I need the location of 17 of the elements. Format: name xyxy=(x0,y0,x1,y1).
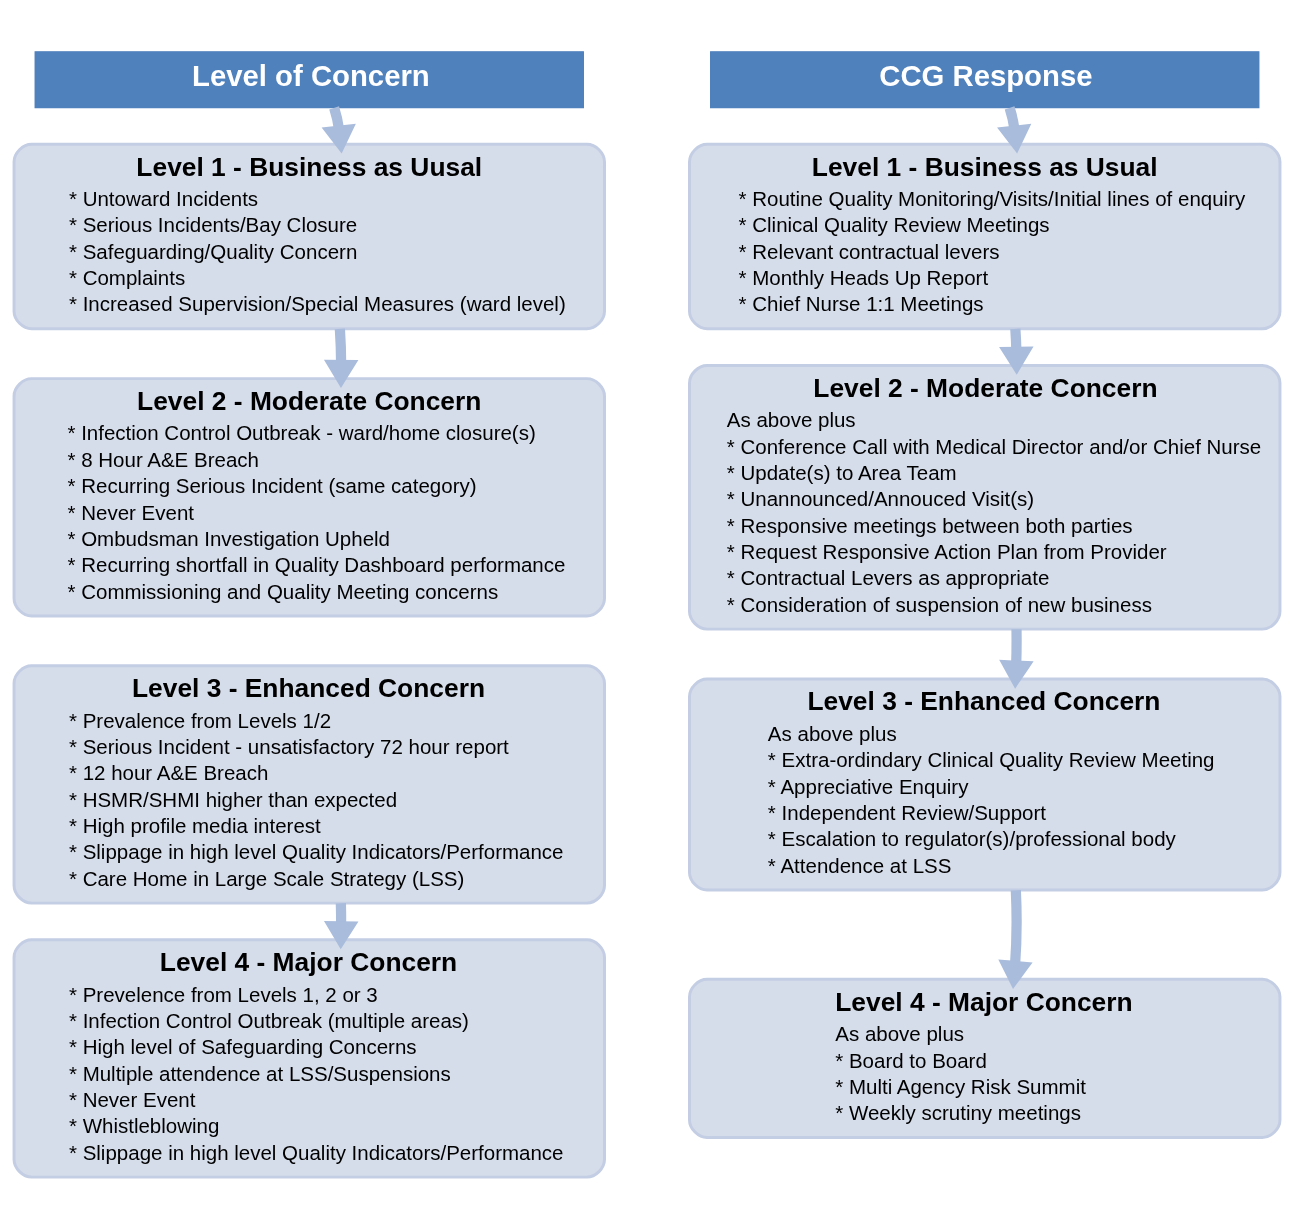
arrow xyxy=(997,105,1032,154)
arrow xyxy=(999,328,1034,375)
node-box: Level 1 - Business as Usual * Routine Quality Monitoring/Visits/Initial lines of enquiry * Clinical Quality Review Meetings * Relevant contractual levers * Monthly Heads Up Report * Chief Nurse 1:1 Meetings xyxy=(688,142,1282,330)
node-box: Level 2 - Moderate Concern As above plus * Conference Call with Medical Director and/or Chief Nurse * Update(s) to Area Team * Unannounced/Annouced Visit(s) * Responsive meetings between both parties * Request Responsive Action Plan from Provider * Contractual Levers as appropriate * Consideration of suspension of new business xyxy=(688,363,1282,631)
node-box: CCG Response xyxy=(710,50,1260,108)
node-box: Level 2 - Moderate Concern * Infection Control Outbreak - ward/home closure(s) * 8 Hour A&E Breach * Recurring Serious Incident (same category) * Never Event * Ombudsman Investigation Upheld * Recurring shortfall in Quality Dashboard performance * Commissioning and Quality Meeting concerns xyxy=(12,376,606,617)
node-box: Level 4 - Major Concern As above plus * Board to Board * Multi Agency Risk Summit * Weekly scrutiny meetings xyxy=(688,977,1282,1139)
node-box: Level of Concern xyxy=(34,50,584,108)
arrow xyxy=(323,328,359,388)
arrow xyxy=(998,889,1033,989)
node-box: Level 1 - Business as Uusal * Untoward Incidents * Serious Incidents/Bay Closure * Safeguarding/Quality Concern * Complaints * Increased Supervision/Special Measures (ward level) xyxy=(12,142,606,330)
node-box: Level 3 - Enhanced Concern As above plus * Extra-ordindary Clinical Quality Review Meeting * Appreciative Enquiry * Independent Review/Support * Escalation to regulator(s)/professional body * Attendence at LSS xyxy=(688,677,1282,891)
arrow xyxy=(999,628,1034,689)
arrow xyxy=(323,902,359,949)
node-box: Level 3 - Enhanced Concern * Prevalence from Levels 1/2 * Serious Incident - unsatisfactory 72 hour report * 12 hour A&E Breach * HSMR/SHMI higher than expected * High profile media interest * Slippage in high level Quality Indicators/Performance * Care Home in Large Scale Strategy (LSS) xyxy=(12,663,606,905)
node-box: Level 4 - Major Concern * Prevelence from Levels 1, 2 or 3 * Infection Control Outbreak (multiple areas) * High level of Safeguarding Concerns * Multiple attendence at LSS/Suspensions * Never Event * Whistleblowing * Slippage in high level Quality Indicators/Performance xyxy=(12,937,606,1179)
arrow xyxy=(321,105,356,154)
